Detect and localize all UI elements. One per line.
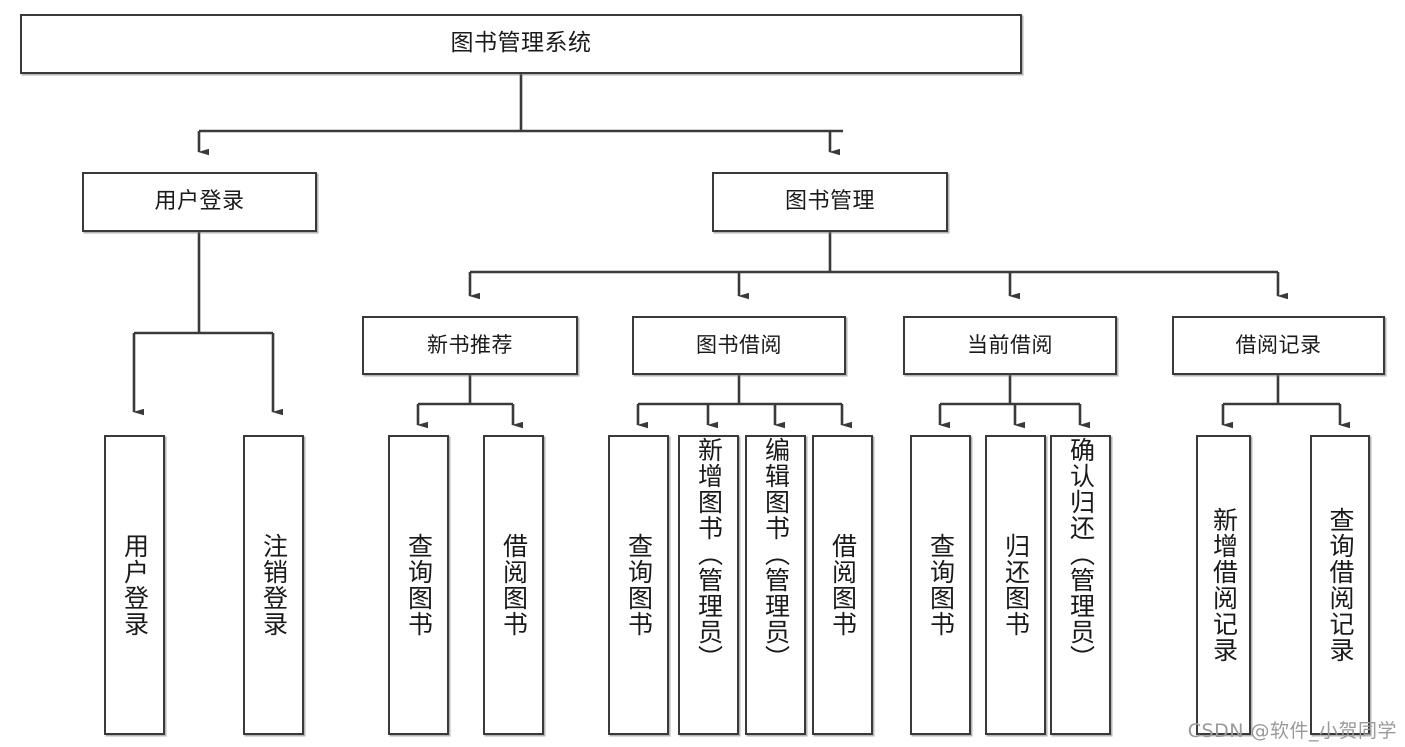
- node-label: 新增借阅记录: [1209, 507, 1239, 663]
- node-leaf-logout[interactable]: 注销登录: [243, 435, 304, 735]
- node-label: 借阅图书: [828, 533, 858, 637]
- node-label: 查询图书: [926, 533, 956, 637]
- node-label: 图书管理系统: [450, 30, 592, 57]
- node-leaf-cb-query-book[interactable]: 查询图书: [910, 435, 971, 735]
- node-leaf-bb-borrow-book[interactable]: 借阅图书: [812, 435, 873, 735]
- node-label: 用户登录: [154, 188, 245, 214]
- leaf-text-wrapper: 查询图书: [912, 437, 969, 733]
- leaf-text-wrapper: 新增借阅记录: [1198, 437, 1249, 733]
- node-label: 图书管理: [784, 188, 875, 214]
- node-label: 编辑图书（管理员）: [761, 437, 791, 671]
- leaf-text-wrapper: 编辑图书（管理员）: [747, 437, 804, 733]
- node-current-borrow[interactable]: 当前借阅: [903, 316, 1117, 375]
- node-leaf-bb-edit-book[interactable]: 编辑图书（管理员）: [745, 435, 806, 735]
- node-label: 确认归还（管理员）: [1066, 437, 1096, 671]
- node-label: 当前借阅: [967, 332, 1053, 357]
- leaf-text-wrapper: 注销登录: [245, 437, 302, 733]
- node-label: 用户登录: [120, 533, 150, 637]
- node-new-book-recommend[interactable]: 新书推荐: [362, 316, 578, 375]
- leaf-text-wrapper: 新增图书（管理员）: [680, 437, 737, 733]
- node-leaf-user-login[interactable]: 用户登录: [104, 435, 165, 735]
- leaf-text-wrapper: 查询借阅记录: [1312, 437, 1368, 733]
- node-leaf-nb-query-book[interactable]: 查询图书: [388, 435, 449, 735]
- node-label: 借阅记录: [1235, 332, 1322, 357]
- node-label: 查询借阅记录: [1326, 507, 1355, 663]
- node-leaf-cb-confirm-return[interactable]: 确认归还（管理员）: [1050, 435, 1111, 735]
- leaf-text-wrapper: 确认归还（管理员）: [1052, 437, 1109, 733]
- leaf-text-wrapper: 借阅图书: [485, 437, 542, 733]
- leaf-text-wrapper: 归还图书: [987, 437, 1044, 733]
- node-label: 注销登录: [259, 533, 289, 637]
- node-leaf-br-add-record[interactable]: 新增借阅记录: [1196, 435, 1251, 735]
- leaf-text-wrapper: 查询图书: [610, 437, 667, 733]
- node-label: 归还图书: [1001, 533, 1031, 637]
- node-label: 借阅图书: [499, 533, 529, 637]
- node-label: 查询图书: [624, 533, 654, 637]
- leaf-text-wrapper: 借阅图书: [814, 437, 871, 733]
- node-leaf-cb-return-book[interactable]: 归还图书: [985, 435, 1046, 735]
- node-label: 查询图书: [404, 533, 434, 637]
- node-label: 新增图书（管理员）: [694, 437, 724, 671]
- node-leaf-br-query-record[interactable]: 查询借阅记录: [1310, 435, 1370, 735]
- node-borrow-record[interactable]: 借阅记录: [1172, 316, 1385, 375]
- node-leaf-bb-query-book[interactable]: 查询图书: [608, 435, 669, 735]
- node-leaf-bb-add-book[interactable]: 新增图书（管理员）: [678, 435, 739, 735]
- node-label: 新书推荐: [427, 332, 513, 357]
- node-user-login[interactable]: 用户登录: [82, 172, 317, 232]
- node-leaf-nb-borrow-book[interactable]: 借阅图书: [483, 435, 544, 735]
- leaf-text-wrapper: 查询图书: [390, 437, 447, 733]
- node-book-management-system[interactable]: 图书管理系统: [20, 14, 1022, 74]
- node-book-borrow[interactable]: 图书借阅: [632, 316, 846, 375]
- node-book-management[interactable]: 图书管理: [712, 172, 948, 232]
- leaf-text-wrapper: 用户登录: [106, 437, 163, 733]
- node-label: 图书借阅: [696, 332, 782, 357]
